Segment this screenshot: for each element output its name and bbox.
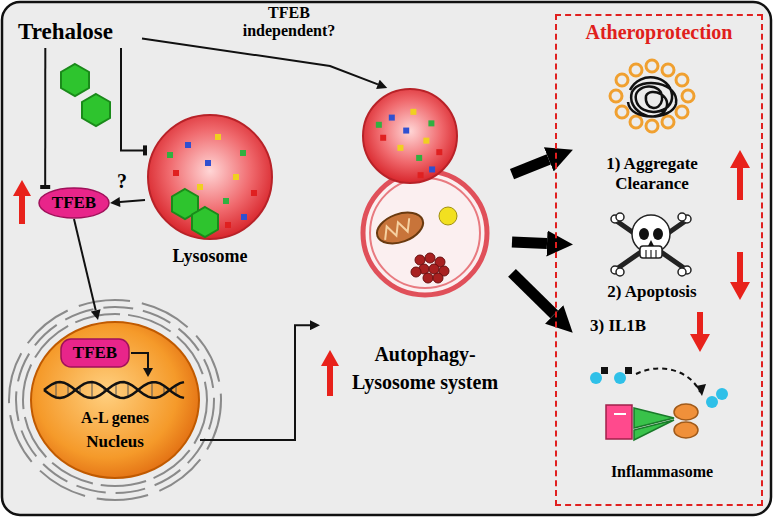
protein-aggregate <box>610 60 694 132</box>
complex-name: Inflammasome <box>592 462 732 481</box>
nucleus-node: A-L genesNucleus TFEB <box>30 320 200 480</box>
lysosome-node: Lysosome <box>145 112 275 272</box>
inhibition-line <box>121 48 145 150</box>
pathway-arrow <box>200 325 310 440</box>
tfeb-node: TFEB <box>38 187 110 219</box>
outcome-item: 2) Apoptosis <box>572 216 737 311</box>
endoplasmic-reticulum <box>9 300 221 500</box>
pathway-arrow <box>120 200 145 202</box>
trehalose-label: Trehalose <box>18 16 142 48</box>
outcome-label: 2) Apoptosis <box>577 282 727 302</box>
trehalose-molecule <box>61 64 110 126</box>
outcome-item: 3) IL1B Inflammasome <box>572 314 762 494</box>
outcome-label: 3) IL1B <box>590 316 690 336</box>
pathway-arrow <box>74 219 96 310</box>
organelle-name: Lysosome <box>145 245 275 267</box>
increase-arrow <box>13 180 31 224</box>
outcome-item: 1) Aggregate Clearance <box>572 54 737 214</box>
organelle-name: Nucleus <box>30 432 200 452</box>
effect-arrow <box>512 273 554 315</box>
atheroprotection-box: Atheroprotection 1) Aggregate Clearance 2)… <box>555 14 763 506</box>
outcome-label: 1) Aggregate Clearance <box>577 154 727 194</box>
inhibition-line <box>44 48 46 187</box>
increase-arrow <box>730 150 750 200</box>
decrease-arrow <box>730 252 750 300</box>
effect-arrow <box>512 242 547 244</box>
edge-label: TFEB independent? <box>236 4 342 40</box>
gene-label: A-L genes <box>30 408 200 427</box>
protein-name: TFEB <box>38 193 110 213</box>
protein-name: TFEB <box>60 343 130 363</box>
inflammasome-complex <box>590 367 728 440</box>
system-name: Autophagy-Lysosome system <box>338 340 512 396</box>
increase-arrow <box>321 350 339 396</box>
edge-label: ? <box>114 170 130 193</box>
molecule-name: Trehalose <box>18 18 142 46</box>
decrease-arrow <box>690 312 710 352</box>
effect-arrow <box>512 159 549 174</box>
pathway-arrow <box>142 38 378 84</box>
autophagy-node: Autophagy-Lysosome system <box>320 88 512 396</box>
nuclear-tfeb: TFEB <box>60 338 130 368</box>
panel-heading: Atheroprotection <box>557 20 761 44</box>
skull-symbol <box>611 213 691 276</box>
